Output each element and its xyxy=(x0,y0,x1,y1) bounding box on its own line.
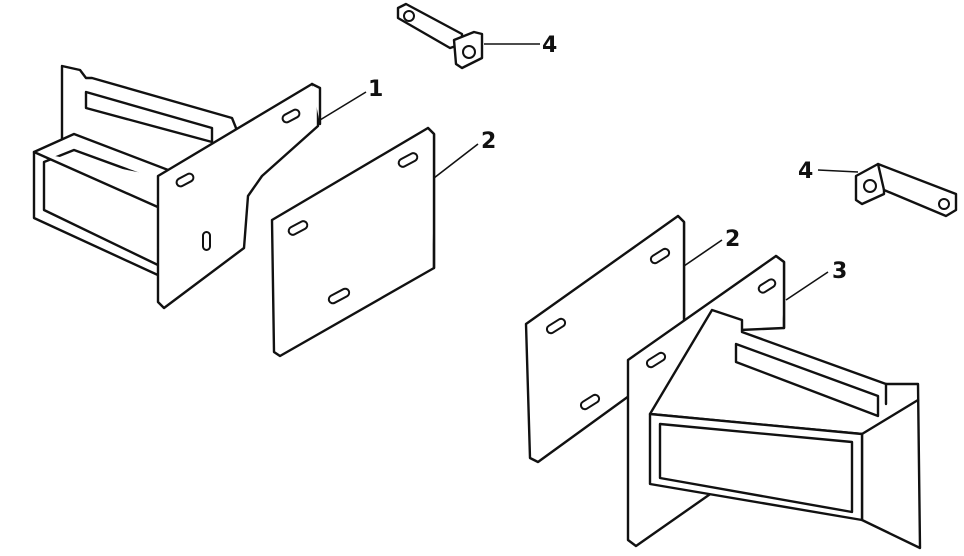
leader-2b xyxy=(683,239,723,267)
part-3-receiver-assembly xyxy=(626,254,922,550)
callout-2-upper: 2 xyxy=(481,129,496,154)
leader-1 xyxy=(319,91,367,121)
callout-4-upper: 4 xyxy=(542,33,557,58)
part-1-receiver-assembly xyxy=(32,64,322,310)
callout-2-lower: 2 xyxy=(725,227,740,252)
callout-3: 3 xyxy=(832,259,847,284)
callout-labels: 1 2 4 4 2 3 xyxy=(368,33,847,284)
callout-4-right: 4 xyxy=(798,159,813,184)
part-4-angle-bracket-right xyxy=(854,162,958,218)
leader-3 xyxy=(785,271,829,301)
leader-4b xyxy=(817,169,859,173)
part-2-shim-plate-upper xyxy=(270,126,436,358)
leader-lines xyxy=(319,43,859,301)
leader-2a xyxy=(433,143,479,179)
callout-1: 1 xyxy=(368,77,383,102)
part-4-angle-bracket-upper xyxy=(396,2,484,70)
